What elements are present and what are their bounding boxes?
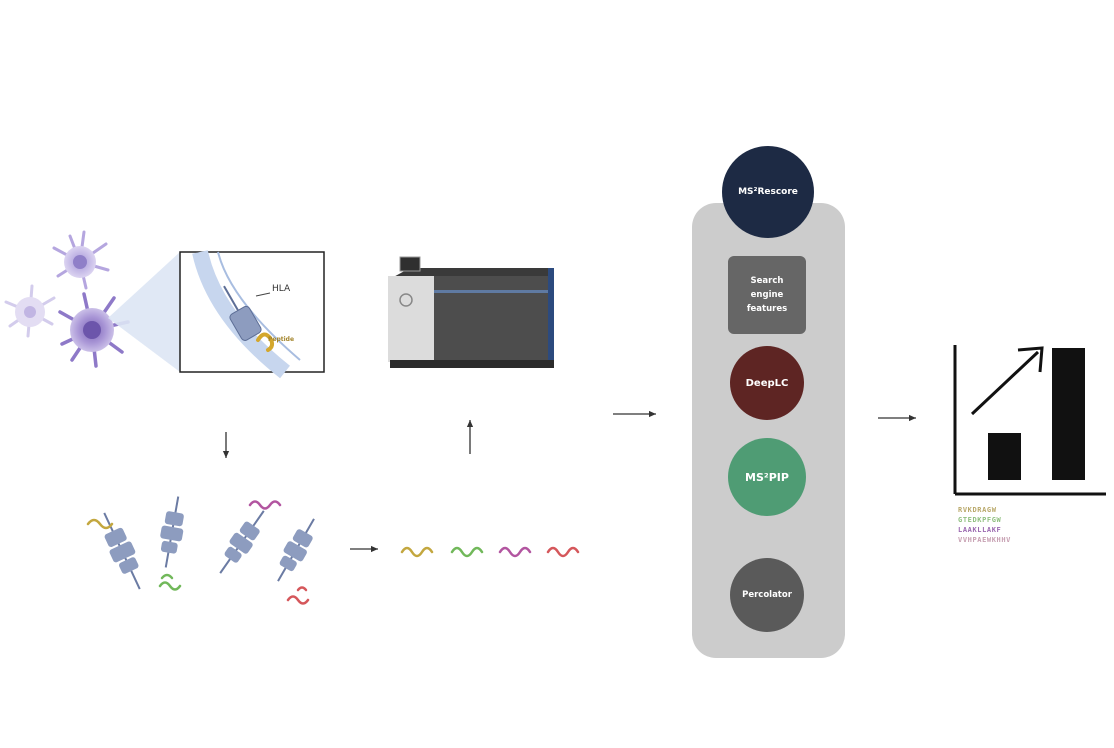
hla-label: HLA	[272, 284, 291, 294]
ms2rescore-circle: MS²Rescore	[722, 146, 814, 238]
hla-molecule-icon	[223, 285, 262, 341]
percolator-circle: Percolator	[730, 558, 804, 632]
dendritic-cell-icon	[52, 230, 110, 290]
peptide-icon	[256, 332, 275, 352]
search-features-line: engine	[750, 290, 784, 300]
deeplc-circle: DeepLC	[730, 346, 804, 420]
sequence-item: GTEDKPFGW	[958, 516, 1002, 524]
sequence-item: RVKDRAGW	[958, 506, 997, 514]
sequence-item: LAAKLLAKF	[958, 526, 1002, 534]
zoom-cone	[108, 252, 180, 372]
hla-peptide-complexes	[86, 496, 315, 605]
peptide-label: Peptide	[268, 336, 295, 343]
ms2rescore-label: MS²Rescore	[738, 187, 798, 197]
improvement-chart-icon	[953, 345, 1106, 496]
eluted-peptides	[400, 546, 580, 558]
flow-arrows	[222, 410, 916, 553]
zoom-inset	[179, 250, 325, 379]
percolator-label: Percolator	[742, 590, 792, 600]
dendritic-cell-icon	[4, 284, 56, 338]
search-features-line: features	[746, 304, 788, 314]
sequence-item: VVHPAEWKHHV	[958, 536, 1011, 544]
ms2pip-label: MS²PIP	[745, 470, 789, 484]
ms2pip-circle: MS²PIP	[728, 438, 806, 516]
deeplc-label: DeepLC	[745, 377, 789, 389]
search-features-line: Search	[750, 276, 784, 286]
search-engine-features-box: Search engine features	[728, 256, 806, 334]
dendritic-cell-icon	[58, 292, 130, 368]
mass-spectrometer-icon	[388, 256, 554, 368]
